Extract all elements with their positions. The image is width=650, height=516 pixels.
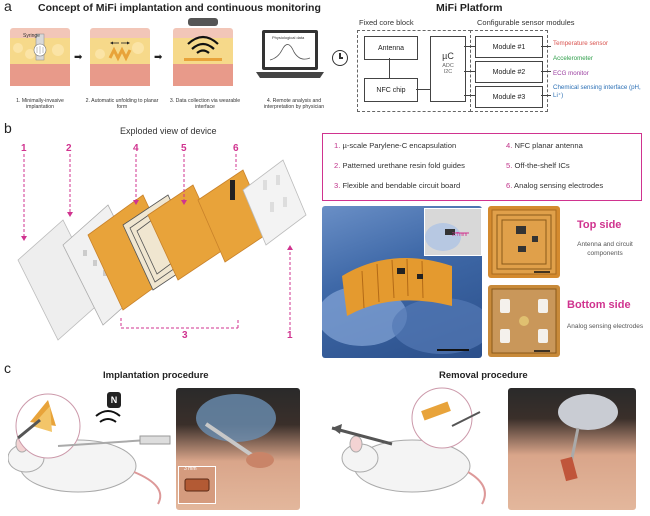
adc-label: ADC	[442, 63, 454, 69]
nfc-chip-block: NFC chip	[364, 78, 418, 102]
core-block-title: Fixed core block	[359, 18, 414, 27]
inset-scale-label: 2.7mm	[452, 232, 468, 238]
i2c-label: I2C	[443, 69, 453, 75]
removal-title: Removal procedure	[439, 370, 528, 381]
connector-line	[464, 71, 475, 72]
platform-title: MiFi Platform	[436, 2, 503, 14]
scale-inset-photo	[424, 208, 482, 256]
layer-number-1b: 1	[287, 330, 293, 341]
connector-line	[464, 46, 475, 47]
layer-number-6: 6	[233, 143, 239, 154]
nfc-icon: N	[107, 392, 121, 408]
laptop-icon	[254, 28, 326, 86]
bottom-side-title: Bottom side	[567, 299, 631, 311]
step-2-caption: 2. Automatic unfolding to planar form	[85, 98, 159, 111]
module-1-block: Module #1	[475, 36, 543, 58]
modules-title: Configurable sensor modules	[477, 18, 575, 27]
layer-number-1: 1	[21, 143, 27, 154]
implantation-title: Implantation procedure	[103, 370, 209, 381]
sensor-ecg: ECG monitor	[553, 70, 589, 77]
step3-wearable-illustration	[170, 18, 236, 86]
inset-scale-label: 3 mm	[184, 466, 197, 472]
exploded-view-title: Exploded view of device	[120, 126, 217, 136]
panel-a-letter: a	[4, 0, 12, 14]
antenna-block: Antenna	[364, 36, 418, 60]
top-side-title: Top side	[577, 219, 622, 231]
module-2-block: Module #2	[475, 61, 543, 83]
top-side-description: Antenna and circuit components	[577, 241, 633, 257]
layer-number-5: 5	[181, 143, 187, 154]
legend-item-5: 5. Off-the-shelf ICs	[506, 161, 570, 170]
legend-item-1: 1. µ-scale Parylene-C encapsulation	[334, 141, 457, 150]
arrow-icon: ➡	[74, 52, 83, 63]
exploded-view-illustration	[8, 140, 308, 350]
connector-line	[416, 89, 430, 90]
removal-mouse-illustration	[322, 386, 497, 506]
bottom-side-photo	[488, 285, 560, 357]
legend-item-3: 3. Flexible and bendable circuit board	[334, 181, 461, 190]
implantation-mouse-illustration	[7, 386, 178, 506]
connector-line	[464, 95, 475, 96]
panel-a-title: Concept of MiFi implantation and continu…	[38, 2, 321, 14]
connector-line	[541, 46, 551, 47]
layer-number-2: 2	[66, 143, 72, 154]
uc-label: µC	[442, 51, 454, 61]
step-3-caption: 3. Data collection via wearable interfac…	[169, 98, 241, 111]
legend-item-6: 6. Analog sensing electrodes	[506, 181, 604, 190]
removal-photo	[508, 388, 636, 510]
sensor-temperature: Temperature sensor	[553, 40, 609, 47]
top-side-photo	[488, 206, 560, 278]
panel-b-letter: b	[4, 120, 12, 136]
bottom-side-description: Analog sensing electrodes	[566, 323, 644, 330]
sensor-accelerometer: Accelerometer	[553, 55, 593, 62]
step1-tissue-illustration	[10, 28, 70, 86]
layer-number-3: 3	[182, 330, 188, 341]
layer-legend	[322, 133, 642, 201]
arrow-icon: ➡	[154, 52, 163, 63]
connector-line	[541, 95, 551, 96]
clock-icon	[332, 50, 348, 66]
scale-inset-photo	[178, 466, 216, 504]
sensor-chemical: Chemical sensing interface (pH, Li⁺)	[553, 84, 641, 99]
microcontroller-block: µC ADC I2C	[430, 36, 466, 102]
legend-item-2: 2. Patterned urethane resin fold guides	[334, 161, 465, 170]
legend-item-4: 4. NFC planar antenna	[506, 141, 583, 150]
step2-tissue-illustration	[90, 28, 150, 86]
connector-line	[541, 71, 551, 72]
panel-c-letter: c	[4, 360, 11, 376]
step-4-caption: 4. Remote analysis and interpretation by…	[263, 98, 325, 111]
module-3-block: Module #3	[475, 86, 543, 108]
connector-line	[389, 58, 390, 78]
step-1-caption: 1. Minimally-invasive implantation	[16, 98, 64, 111]
laptop-screen-label: Physiological data	[272, 35, 305, 40]
syringe-label: Syringe	[23, 33, 40, 39]
layer-number-4: 4	[133, 143, 139, 154]
